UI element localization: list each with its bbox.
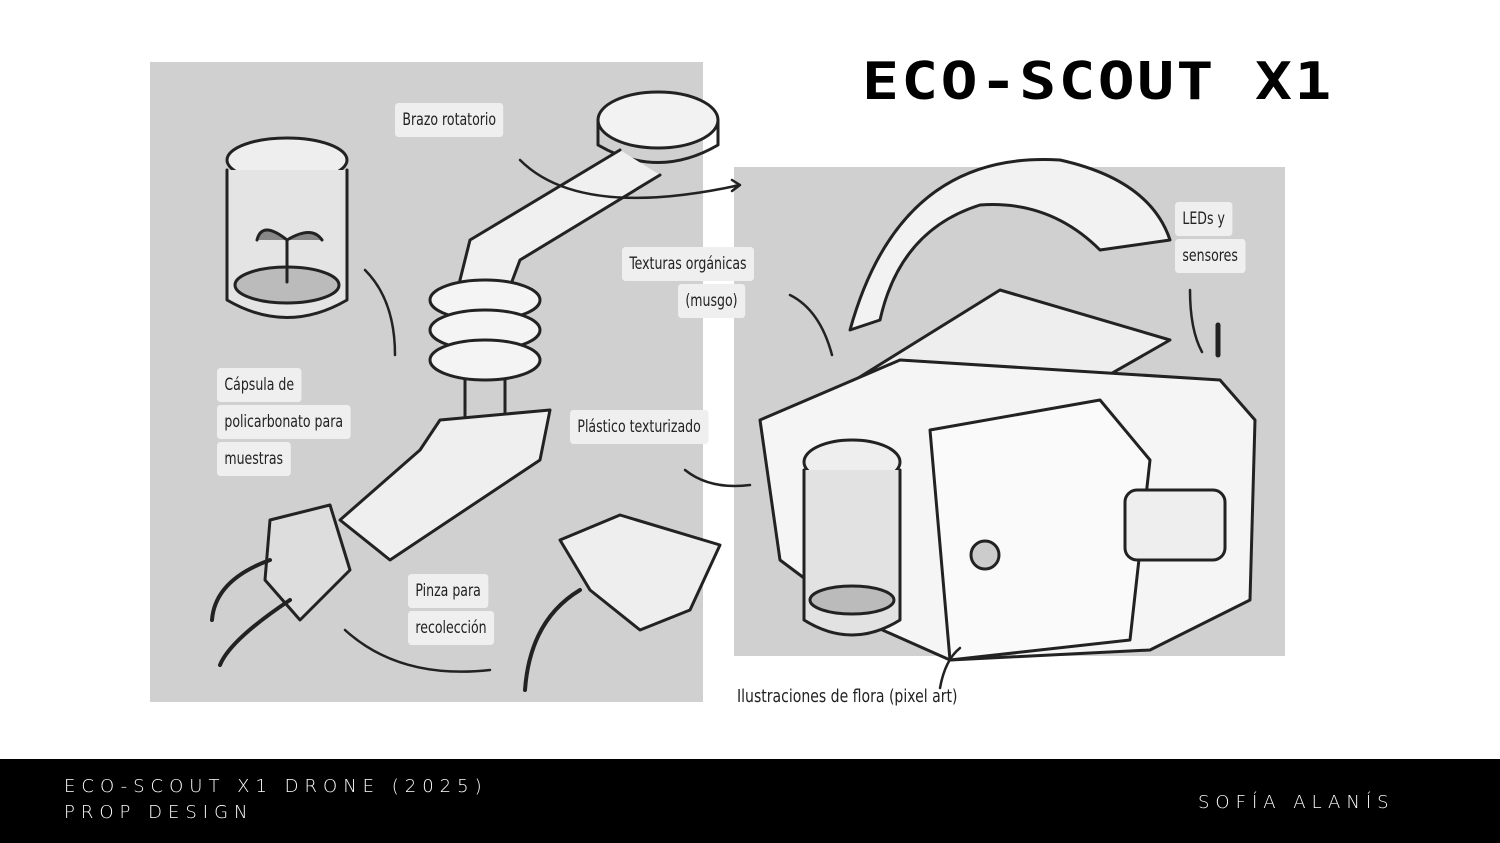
label-plastico: Plástico texturizado (570, 410, 709, 444)
label-brazo-rotatorio: Brazo rotatorio (395, 103, 504, 137)
page-title: ECO-SCOUT X1 (862, 52, 1334, 112)
footer-project-title: ECO-SCOUT X1 DRONE (2025) (64, 776, 488, 797)
footer-subtitle: PROP DESIGN (64, 802, 254, 823)
label-flora: Ilustraciones de flora (pixel art) (737, 686, 958, 707)
label-texturas-2: (musgo) (678, 284, 745, 318)
label-pinza-1: Pinza para (408, 574, 489, 608)
label-texturas-1: Texturas orgánicas (622, 247, 754, 281)
capsule-sketch (225, 136, 349, 319)
drone-sketch (758, 157, 1257, 662)
annotation-arrows (343, 158, 1204, 690)
footer-author: SOFÍA ALANÍS (1198, 792, 1395, 813)
label-leds-1: LEDs y (1175, 202, 1233, 236)
footer-bar: ECO-SCOUT X1 DRONE (2025) PROP DESIGN SO… (0, 759, 1500, 843)
robotic-arm-sketch (210, 90, 722, 692)
label-capsula-2: policarbonato para (217, 405, 351, 439)
label-pinza-2: recolección (408, 611, 494, 645)
sketch-illustrations (210, 90, 1257, 692)
label-leds-2: sensores (1175, 239, 1246, 273)
label-capsula-3: muestras (217, 442, 291, 476)
label-capsula-1: Cápsula de (217, 368, 302, 402)
